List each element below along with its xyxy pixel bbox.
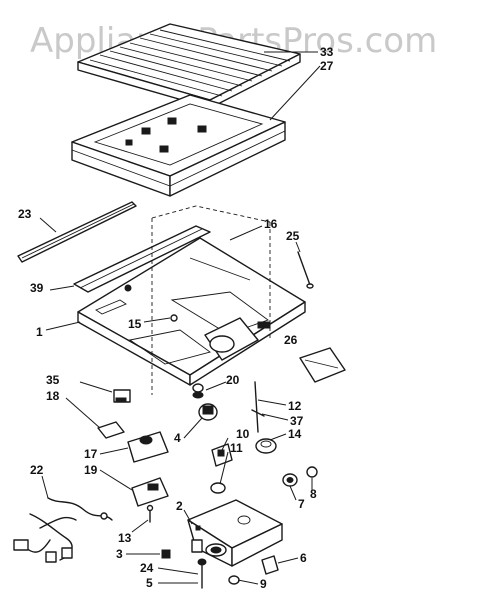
part-20-knob — [192, 383, 204, 399]
callout-2: 2 — [176, 499, 183, 513]
part-8-clip — [306, 466, 318, 478]
part-27-cover-tray — [71, 94, 286, 197]
callout-14: 14 — [288, 427, 302, 441]
part-23-strip — [17, 201, 137, 263]
callout-25: 25 — [286, 229, 300, 243]
leader-lines — [39, 51, 321, 585]
part-39-front-rail — [73, 225, 211, 293]
part-3-clip — [161, 549, 171, 559]
callout-18: 18 — [46, 389, 60, 403]
callout-22: 22 — [30, 463, 44, 477]
callout-3: 3 — [116, 547, 123, 561]
callout-33: 33 — [320, 45, 334, 59]
callout-13: 13 — [118, 531, 132, 545]
callout-20: 20 — [226, 373, 240, 387]
part-11-washer — [210, 482, 226, 494]
part-16-outline — [151, 205, 271, 395]
part-12-rod — [254, 381, 259, 433]
callout-4: 4 — [174, 431, 181, 445]
part-22-wiring-harness — [13, 497, 113, 563]
part-37-clip — [251, 409, 265, 417]
part-26-bracket — [299, 347, 346, 383]
part-9-washer — [228, 575, 240, 585]
part-33-grille — [77, 23, 301, 109]
callout-labels: 33 27 23 16 25 39 15 1 26 35 18 20 12 37… — [18, 45, 334, 591]
callout-6: 6 — [300, 551, 307, 565]
part-18-plate — [97, 421, 125, 439]
part-5-screw — [197, 558, 207, 589]
callout-5: 5 — [146, 576, 153, 590]
callout-27: 27 — [320, 59, 334, 73]
part-10-thermostat — [211, 443, 233, 467]
callout-17: 17 — [84, 447, 98, 461]
callout-7: 7 — [298, 497, 305, 511]
part-19-cover — [131, 477, 169, 507]
callout-16: 16 — [264, 217, 278, 231]
callout-9: 9 — [260, 577, 267, 591]
callout-24: 24 — [140, 561, 154, 575]
callout-15: 15 — [128, 317, 142, 331]
part-13-screw — [146, 504, 154, 523]
part-15-fastener — [170, 314, 178, 322]
part-7-grommet — [282, 473, 298, 487]
callout-10: 10 — [236, 427, 250, 441]
callout-19: 19 — [84, 463, 98, 477]
part-2-bracket-assembly — [187, 499, 283, 567]
callout-8: 8 — [310, 487, 317, 501]
callout-12: 12 — [288, 399, 302, 413]
part-35-sensor — [113, 389, 131, 403]
callout-39: 39 — [30, 281, 44, 295]
part-1-base-pan — [77, 237, 306, 386]
part-17-relay — [127, 431, 169, 463]
callout-11: 11 — [230, 441, 243, 455]
part-25-screw — [297, 251, 314, 289]
callout-23: 23 — [18, 207, 32, 221]
callout-1: 1 — [36, 325, 43, 339]
callout-35: 35 — [46, 373, 60, 387]
part-4-control — [198, 403, 218, 421]
part-6-foot — [261, 555, 279, 575]
callout-37: 37 — [290, 414, 304, 428]
callout-26: 26 — [284, 333, 298, 347]
part-14-ring — [255, 438, 277, 454]
